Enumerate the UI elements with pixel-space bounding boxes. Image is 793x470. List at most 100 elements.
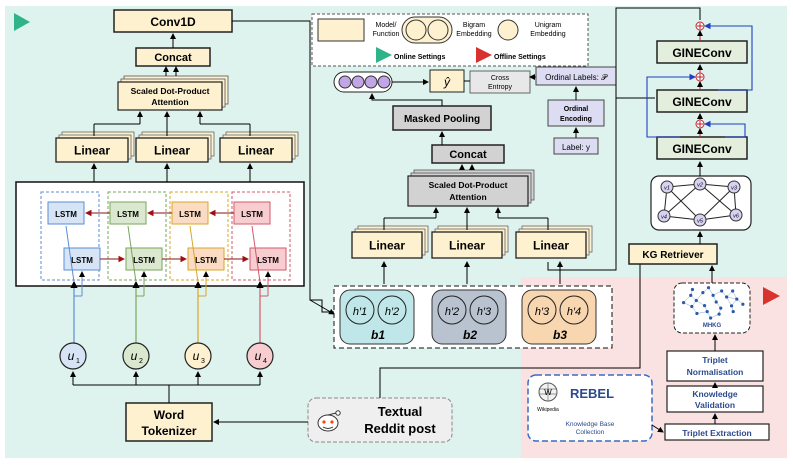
middle-attention-l2: Attention	[449, 192, 486, 202]
legend-offline-icon	[476, 47, 492, 63]
cross-entropy-l2: Entropy	[488, 84, 513, 91]
left-linear-box-1	[55, 137, 129, 163]
input-u-label-3: u	[193, 349, 200, 363]
legend-online-icon	[376, 47, 392, 63]
wikipedia-label: Wikipedia	[537, 407, 559, 413]
cross-entropy-l1: Cross	[491, 75, 510, 82]
kb-collection-l1: Knowledge Base	[566, 421, 615, 428]
ordinal-labels-label: Ordinal Labels: 𝒫	[545, 73, 608, 82]
bigram-label-b-2: h′3	[477, 306, 492, 318]
middle-linear-label-2: Linear	[449, 239, 485, 253]
input-u-label-2: u	[131, 349, 138, 363]
lstm-forward-label-1: LSTM	[71, 256, 93, 265]
lstm-forward-label-2: LSTM	[133, 256, 155, 265]
graph-node-4	[657, 209, 671, 223]
kb-collection-l2: Collection	[576, 429, 605, 436]
input-u-sub-3: 3	[201, 358, 205, 365]
triplet-extraction-label: Triplet Extraction	[682, 428, 751, 438]
gineconv-box-1	[656, 40, 748, 64]
left-attention-l2: Attention	[151, 97, 188, 107]
middle-concat-label: Concat	[449, 149, 487, 161]
left-linear-label-2: Linear	[154, 144, 190, 158]
bigram-node-b-1	[377, 295, 407, 325]
kb-collection-box	[527, 374, 653, 442]
kg-retriever-label: KG Retriever	[642, 250, 703, 261]
graph-node-1	[660, 180, 674, 194]
wikipedia-globe-icon: W	[538, 382, 558, 402]
input-u-3	[184, 342, 212, 370]
bigram-label-a-2: h′2	[445, 306, 459, 318]
offline-triangle-icon	[763, 287, 780, 305]
gineconv-box-3	[656, 136, 748, 160]
triplet-extraction-box	[664, 423, 770, 441]
lstm-forward-4	[249, 247, 287, 271]
ordinal-encoding-l1: Ordinal	[564, 106, 589, 113]
graph-node-2	[693, 177, 707, 191]
word-tokenizer-l1: Word	[154, 408, 184, 422]
bigram-name-1: b1	[371, 328, 385, 342]
word-tokenizer-l2: Tokenizer	[141, 424, 196, 438]
bigram-label-a-1: h′1	[353, 306, 367, 318]
input-u-1	[59, 342, 87, 370]
lstm-forward-label-3: LSTM	[195, 256, 217, 265]
bigram-name-2: b2	[463, 328, 477, 342]
bigram-label-b-3: h′4	[567, 306, 581, 318]
bigram-node-a-1	[345, 295, 375, 325]
middle-attention-box	[407, 175, 529, 207]
legend-bigram-l1: Bigram	[463, 22, 485, 29]
lstm-column-4	[231, 191, 291, 281]
legend-unigram-l2: Embedding	[530, 31, 566, 38]
legend-model-l1: Model/	[375, 22, 396, 29]
graph-node-label-3: v3	[731, 186, 738, 192]
middle-linear-label-1: Linear	[369, 239, 405, 253]
left-linear-label-1: Linear	[74, 144, 110, 158]
middle-linear-box-2	[431, 231, 503, 259]
mhkg-label: MHKG	[703, 323, 722, 329]
middle-linear-box-3	[515, 231, 587, 259]
rebel-label: REBEL	[570, 386, 614, 401]
left-linear-box-3	[219, 137, 293, 163]
input-u-sub-2: 2	[139, 358, 143, 365]
reddit-post-l1: Textual	[378, 404, 423, 419]
word-tokenizer-box	[125, 402, 213, 442]
conv1d-label: Conv1D	[150, 15, 196, 29]
graph-node-5	[693, 213, 707, 227]
online-triangle-icon	[14, 13, 30, 31]
lstm-backward-label-3: LSTM	[179, 210, 201, 219]
masked-pooling-label: Masked Pooling	[404, 114, 480, 125]
lstm-backward-label-2: LSTM	[117, 210, 139, 219]
masked-pooling-box	[392, 105, 492, 131]
input-u-sub-4: 4	[263, 358, 267, 365]
bigram-node-b-2	[469, 295, 499, 325]
cross-entropy-box	[469, 70, 531, 94]
y-hat-label: ŷ	[443, 75, 451, 89]
legend-offline: Offline Settings	[494, 54, 546, 61]
left-attention-box	[117, 81, 223, 111]
knowledge-validation-l1: Knowledge	[692, 389, 738, 399]
knowledge-validation-l2: Validation	[695, 400, 735, 410]
legend-online: Online Settings	[394, 54, 445, 61]
middle-linear-label-3: Linear	[533, 239, 569, 253]
graph-node-label-2: v2	[697, 183, 703, 189]
bigram-node-a-2	[437, 295, 467, 325]
gineconv-label-2: GINEConv	[672, 95, 732, 109]
triplet-normalisation-box	[666, 350, 764, 382]
middle-linear-box-1	[351, 231, 423, 259]
bigram-node-b-3	[559, 295, 589, 325]
graph-node-3	[727, 180, 741, 194]
left-concat-label: Concat	[154, 52, 192, 64]
left-linear-label-3: Linear	[238, 144, 274, 158]
gineconv-label-3: GINEConv	[672, 142, 732, 156]
bigram-label-b-1: h′2	[385, 306, 399, 318]
lstm-backward-label-1: LSTM	[55, 210, 77, 219]
ordinal-encoding-box	[547, 99, 605, 127]
gineconv-box-2	[656, 89, 748, 113]
bigram-node-a-3	[527, 295, 557, 325]
input-u-label-1: u	[68, 349, 75, 363]
middle-concat-box	[431, 144, 505, 164]
input-u-4	[246, 342, 274, 370]
middle-attention-l1: Scaled Dot-Product	[429, 180, 508, 190]
triplet-normalisation-l2: Normalisation	[687, 367, 744, 377]
legend-bigram-l2: Embedding	[456, 31, 492, 38]
reddit-icon	[317, 410, 341, 432]
